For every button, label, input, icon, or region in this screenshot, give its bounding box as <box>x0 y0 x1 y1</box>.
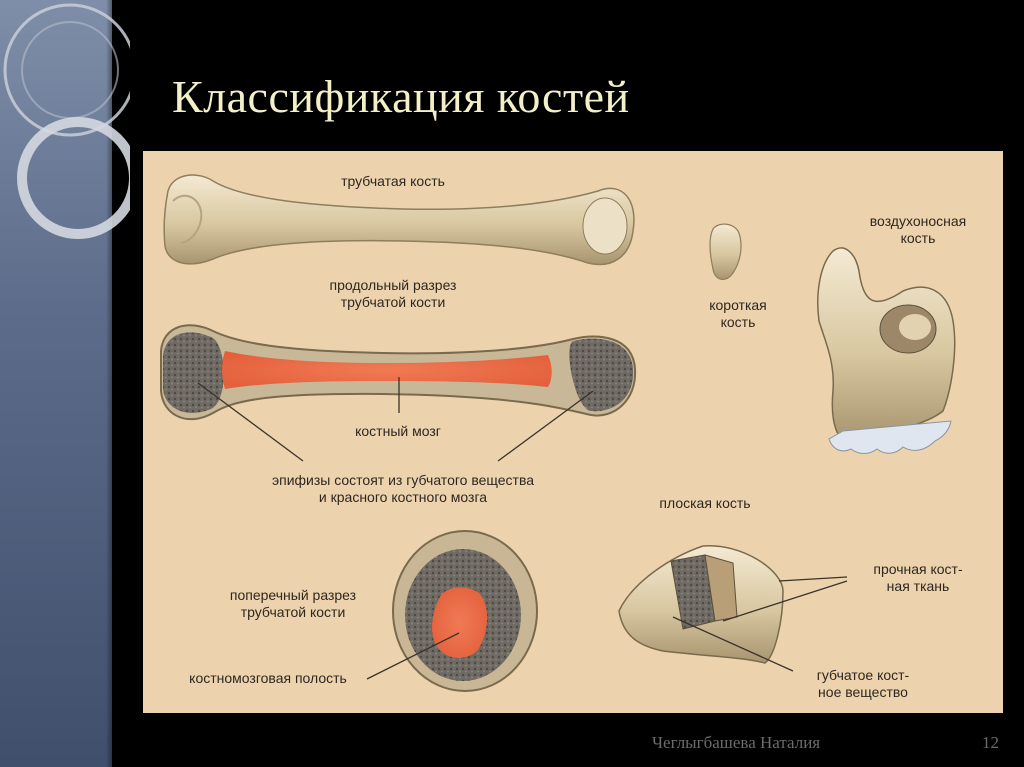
bone-classification-figure: трубчатая кость продольный разрез трубча… <box>143 151 1003 713</box>
label-pneumatic-bone: воздухоносная кость <box>843 213 993 247</box>
label-short-bone: короткая кость <box>678 297 798 331</box>
label-cross-section: поперечный разрез трубчатой кости <box>193 587 393 621</box>
label-bone-marrow: костный мозг <box>298 423 498 440</box>
footer-author: Чеглыгбашева Наталия <box>652 733 820 753</box>
label-spongy-substance: губчатое кост- ное вещество <box>793 667 933 701</box>
short-bone-drawing <box>710 224 741 279</box>
pneumatic-bone-drawing <box>818 248 955 454</box>
footer-page-number: 12 <box>982 733 999 753</box>
label-epiphyses: эпифизы состоят из губчатого вещества и … <box>223 472 583 506</box>
label-flat-bone: плоская кость <box>625 495 785 512</box>
longitudinal-section-drawing <box>161 325 635 419</box>
cross-section-drawing <box>393 531 537 691</box>
flat-bone-drawing <box>619 546 783 663</box>
label-longitudinal-section: продольный разрез трубчатой кости <box>293 277 493 311</box>
slide-title: Классификация костей <box>172 70 630 123</box>
label-medullary-cavity: костномозговая полость <box>168 670 368 687</box>
label-compact-tissue: прочная кост- ная ткань <box>848 561 988 595</box>
decorative-rings <box>0 0 130 260</box>
label-tubular-bone: трубчатая кость <box>313 173 473 190</box>
